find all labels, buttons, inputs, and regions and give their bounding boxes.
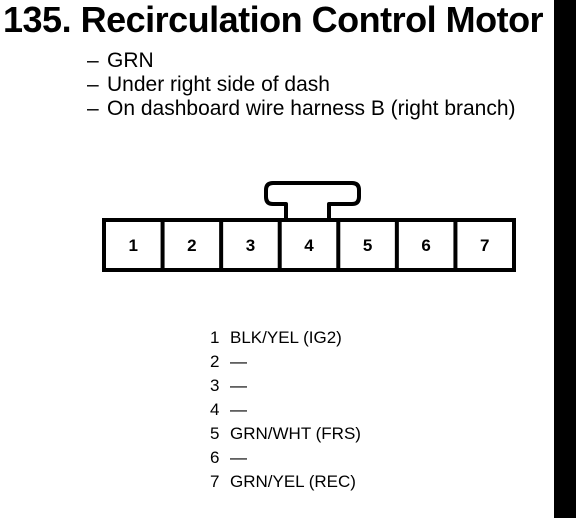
pin-label: 7 <box>480 236 489 255</box>
pin-label: 6 <box>421 236 430 255</box>
page-title: 135. Recirculation Control Motor <box>3 0 544 40</box>
page-edge-bar <box>554 0 576 518</box>
connector-housing <box>102 218 516 272</box>
connector-details: –GRN –Under right side of dash –On dashb… <box>87 49 516 121</box>
pin-label: 1 <box>129 236 138 255</box>
detail-color: –GRN <box>87 49 154 72</box>
pin-label: 4 <box>304 236 314 255</box>
pinout-row: 2— <box>210 352 247 371</box>
detail-location: –Under right side of dash <box>87 73 330 96</box>
pin-label: 5 <box>363 236 372 255</box>
pin-label: 3 <box>246 236 255 255</box>
pinout-row: 6— <box>210 448 247 467</box>
pin-label: 2 <box>187 236 196 255</box>
connector-pin-cells: 1 2 3 4 5 6 7 <box>129 220 489 270</box>
pinout-row: 3— <box>210 376 247 395</box>
pinout-row: 4— <box>210 400 247 419</box>
detail-harness: –On dashboard wire harness B (right bran… <box>87 97 516 120</box>
connector-locking-tab <box>264 181 361 222</box>
